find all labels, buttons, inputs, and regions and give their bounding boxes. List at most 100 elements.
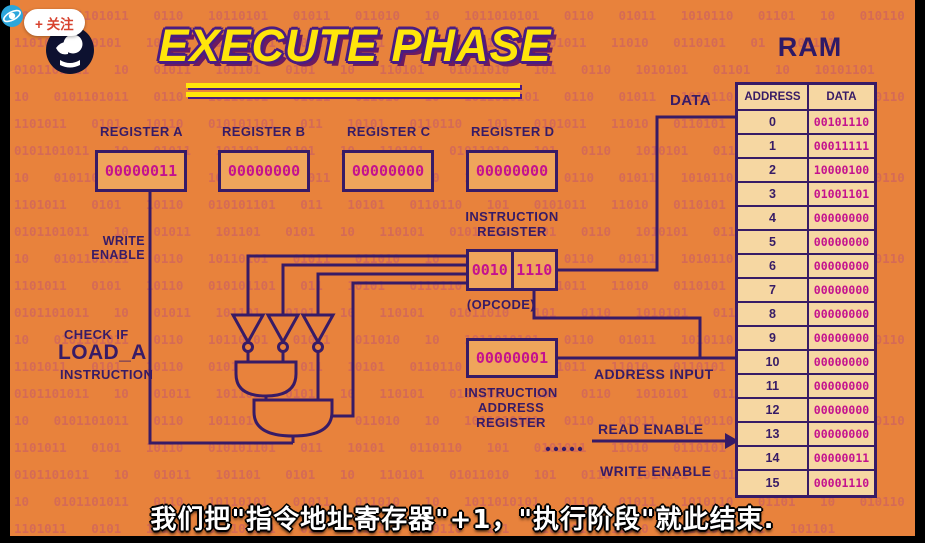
- ram-header: ADDRESS DATA: [738, 85, 874, 111]
- ram-row: 12 00000000: [738, 399, 874, 423]
- ram-row: 8 00000000: [738, 303, 874, 327]
- register-d-value: 00000000: [466, 150, 558, 192]
- ram-address-cell: 2: [738, 159, 809, 181]
- ram-row: 2 10000100: [738, 159, 874, 183]
- ram-address-cell: 3: [738, 183, 809, 205]
- ram-row: 3 01001101: [738, 183, 874, 207]
- ram-data-cell: 01001101: [813, 187, 870, 201]
- register-d-label: REGISTER D: [471, 124, 555, 139]
- instruction-register-label: INSTRUCTION REGISTER: [465, 209, 559, 239]
- not-gate-icon: [300, 313, 336, 346]
- address-input-label: ADDRESS INPUT: [594, 366, 714, 382]
- ram-row: 11 00000000: [738, 375, 874, 399]
- ram-row: 4 00000000: [738, 207, 874, 231]
- opcode-label: (OPCODE): [466, 297, 536, 312]
- globe-icon[interactable]: [1, 5, 23, 27]
- instruction-register-operand: 1110: [516, 261, 553, 279]
- follow-button[interactable]: + 关注: [24, 9, 85, 36]
- ram-address-cell: 9: [738, 327, 809, 349]
- ram-address-cell: 11: [738, 375, 809, 397]
- ram-address-cell: 8: [738, 303, 809, 325]
- write-enable-left-label: WRITE ENABLE: [91, 234, 145, 262]
- instruction-register-box: 0010 1110: [466, 249, 558, 291]
- ram-row: 10 00000000: [738, 351, 874, 375]
- ram-row: 0 00101110: [738, 111, 874, 135]
- ram-row: 14 00000011: [738, 447, 874, 471]
- channel-avatar[interactable]: [46, 26, 94, 74]
- operand-address-wire: [532, 291, 702, 358]
- ram-data-cell: 00000000: [813, 235, 870, 249]
- write-enable-wire: [148, 192, 293, 445]
- ram-data-cell: 00101110: [813, 115, 870, 129]
- ram-address-cell: 13: [738, 423, 809, 445]
- letterbox-right: [915, 0, 925, 543]
- ram-data-cell: 00000000: [813, 379, 870, 393]
- ram-address-cell: 0: [738, 111, 809, 133]
- ram-data-header: DATA: [826, 91, 857, 103]
- ram-data-cell: 00000000: [813, 259, 870, 273]
- instruction-label: INSTRUCTION: [60, 367, 154, 382]
- register-b-label: REGISTER B: [222, 124, 306, 139]
- cell-divider: [510, 252, 514, 288]
- and-gate-icon: [252, 398, 334, 438]
- opcode-bit-wire: [316, 272, 466, 314]
- ram-data-cell: 00011111: [813, 139, 870, 153]
- instruction-register-opcode: 0010: [471, 261, 508, 279]
- ram-address-header: ADDRESS: [738, 85, 809, 109]
- ram-data-cell: 00000000: [813, 403, 870, 417]
- arrowhead-icon: [725, 433, 739, 449]
- ram-data-cell: 00000000: [813, 307, 870, 321]
- letterbox-left: [0, 0, 10, 543]
- write-enable-right-label: WRITE ENABLE: [600, 463, 712, 479]
- ram-row: 7 00000000: [738, 279, 874, 303]
- subtitle-text: 我们把"指令地址寄存器"+1，"执行阶段"就此结束.: [150, 505, 775, 535]
- ram-address-cell: 7: [738, 279, 809, 301]
- ram-row: 1 00011111: [738, 135, 874, 159]
- load-a-label: LOAD_A: [58, 341, 147, 364]
- ram-address-cell: 15: [738, 471, 809, 495]
- opcode-bit-wire: [332, 281, 466, 418]
- ram-row: 5 00000000: [738, 231, 874, 255]
- title-underline: [186, 92, 520, 97]
- inverter-bubble-icon: [312, 341, 324, 353]
- data-label: DATA: [670, 92, 712, 109]
- check-if-label: CHECK IF: [64, 327, 129, 342]
- letterbox-bottom: [0, 536, 925, 543]
- page-title: EXECUTE PHASE: [158, 20, 552, 71]
- ram-row: 15 00001110: [738, 471, 874, 495]
- opcode-bit-wire: [281, 263, 466, 314]
- ram-address-cell: 4: [738, 207, 809, 229]
- ram-row: 6 00000000: [738, 255, 874, 279]
- not-gate-icon: [230, 313, 266, 346]
- inverter-bubble-icon: [277, 341, 289, 353]
- ram-address-cell: 10: [738, 351, 809, 373]
- ram-title: RAM: [777, 32, 843, 62]
- ram-row: 13 00000000: [738, 423, 874, 447]
- ram-data-cell: 00000000: [813, 355, 870, 369]
- ram-address-cell: 1: [738, 135, 809, 157]
- ram-address-cell: 12: [738, 399, 809, 421]
- ram-address-cell: 6: [738, 255, 809, 277]
- data-bus-wire: [558, 115, 737, 272]
- ram-address-cell: 14: [738, 447, 809, 469]
- ram-data-cell: 00000000: [813, 211, 870, 225]
- register-c-value: 00000000: [342, 150, 434, 192]
- instruction-address-register-label: INSTRUCTION ADDRESS REGISTER: [464, 385, 558, 430]
- opcode-bit-wire: [246, 254, 466, 314]
- inverter-bubble-icon: [242, 341, 254, 353]
- not-gate-icon: [265, 313, 301, 346]
- read-enable-label: READ ENABLE: [598, 421, 704, 437]
- ram-data-cell: 00000000: [813, 283, 870, 297]
- title-underline: [186, 83, 520, 88]
- ram-table: ADDRESS DATA 0 00101110 1 00011111 2 100…: [735, 82, 877, 498]
- ram-data-cell: 10000100: [813, 163, 870, 177]
- ram-data-cell: 00000011: [813, 451, 870, 465]
- ram-data-cell: 00000000: [813, 427, 870, 441]
- ram-row: 9 00000000: [738, 327, 874, 351]
- instruction-address-register-value: 00000001: [466, 338, 558, 378]
- ram-data-cell: 00000000: [813, 331, 870, 345]
- ram-rows: 0 00101110 1 00011111 2 10000100 3 01001…: [738, 111, 874, 495]
- ram-address-cell: 5: [738, 231, 809, 253]
